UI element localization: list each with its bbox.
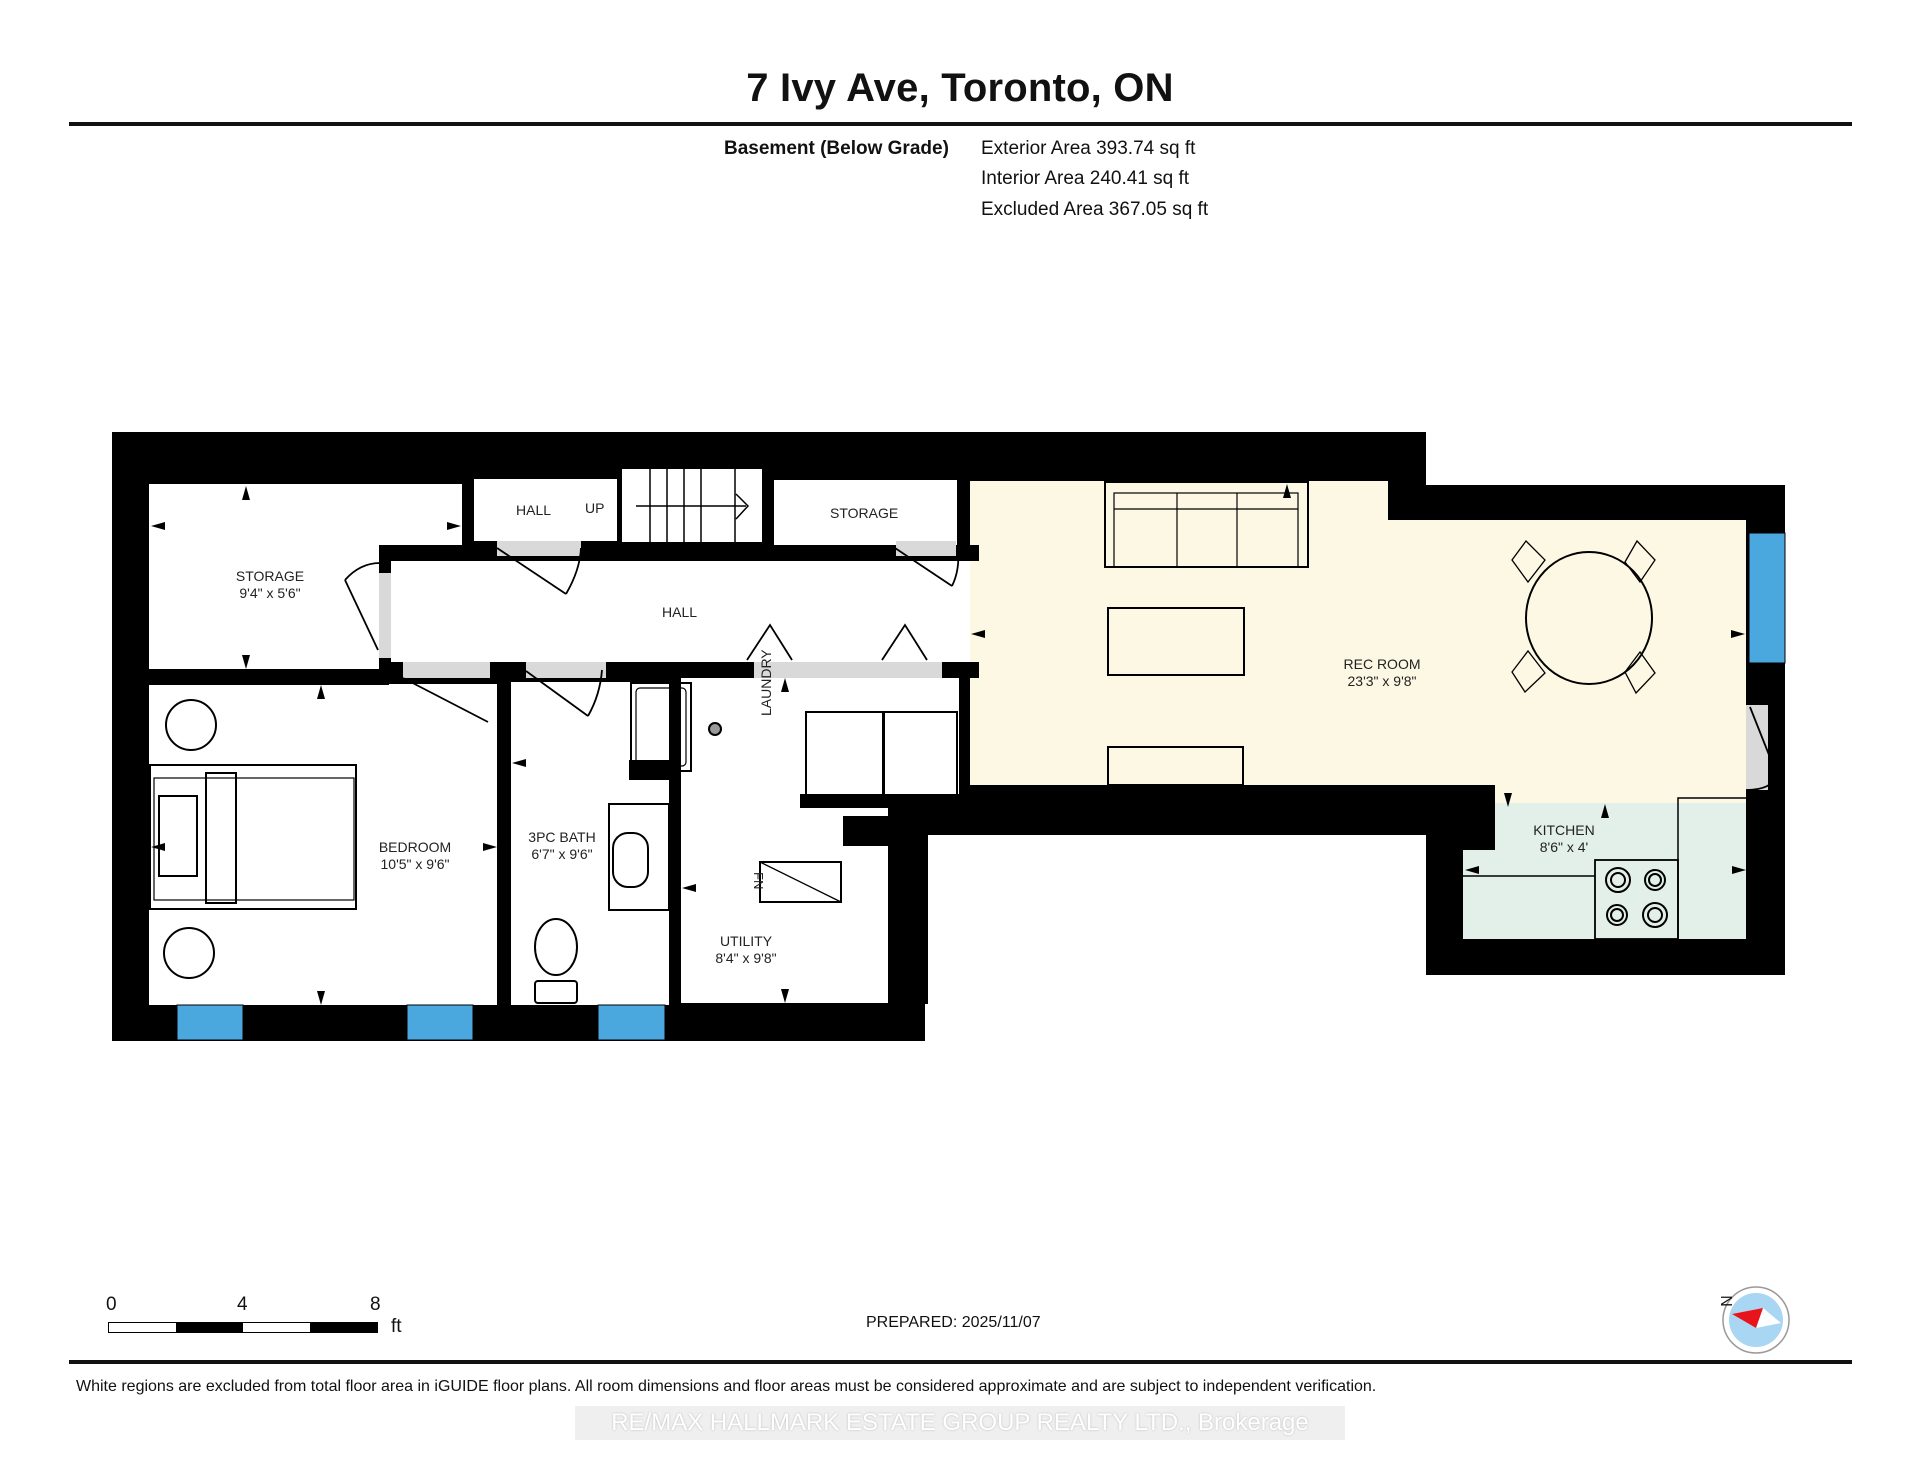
disclaimer: White regions are excluded from total fl… xyxy=(76,1378,1377,1395)
room-dims: 8'6" x 4' xyxy=(1539,839,1589,855)
scale-tick-8: 8 xyxy=(370,1294,381,1315)
scale-unit: ft xyxy=(391,1316,402,1337)
room-name: BEDROOM xyxy=(378,839,452,855)
room-dims: 6'7" x 9'6" xyxy=(531,846,593,862)
room-laundry: LAUNDRY xyxy=(758,649,774,716)
footer-divider xyxy=(69,1360,1852,1364)
compass-icon xyxy=(1718,1284,1790,1356)
level-label: Basement (Below Grade) xyxy=(724,138,949,159)
header-divider xyxy=(69,122,1852,126)
scale-tick-0: 0 xyxy=(106,1294,117,1315)
stairs-up-label: UP xyxy=(585,500,605,516)
room-name: STORAGE xyxy=(235,568,305,584)
room-dims: 8'4" x 9'8" xyxy=(715,950,777,966)
room-storage-small: STORAGE xyxy=(830,505,899,521)
room-dims: 9'4" x 5'6" xyxy=(239,585,301,601)
room-name: 3PC BATH xyxy=(528,829,596,845)
exterior-area: Exterior Area 393.74 sq ft xyxy=(981,138,1196,159)
room-dims: 10'5" x 9'6" xyxy=(380,856,450,872)
scale-bar xyxy=(108,1322,378,1333)
excluded-area: Excluded Area 367.05 sq ft xyxy=(981,199,1209,220)
page-title: 7 Ivy Ave, Toronto, ON xyxy=(746,66,1174,110)
room-utility: UTILITY 8'4" x 9'8" xyxy=(696,933,796,967)
room-kitchen: KITCHEN 8'6" x 4' xyxy=(1514,822,1614,856)
room-bath: 3PC BATH 6'7" x 9'6" xyxy=(512,829,612,863)
prepared-date: PREPARED: 2025/11/07 xyxy=(866,1314,1041,1331)
interior-area: Interior Area 240.41 sq ft xyxy=(981,168,1190,189)
room-dims: 23'3" x 9'8" xyxy=(1347,673,1417,689)
room-storage-main: STORAGE 9'4" x 5'6" xyxy=(210,568,330,602)
room-fills xyxy=(149,469,1746,1005)
compass-north-label: N xyxy=(1716,1295,1734,1307)
scale-tick-4: 4 xyxy=(237,1294,248,1315)
room-rec: REC ROOM 23'3" x 9'8" xyxy=(1322,656,1442,690)
room-bedroom: BEDROOM 10'5" x 9'6" xyxy=(360,839,470,873)
brokerage-watermark: RE/MAX HALLMARK ESTATE GROUP REALTY LTD.… xyxy=(575,1406,1345,1440)
room-name: UTILITY xyxy=(719,933,773,949)
room-name: KITCHEN xyxy=(1533,822,1595,838)
furnace-label: FN xyxy=(751,872,766,890)
room-name: REC ROOM xyxy=(1343,656,1421,672)
room-hall-upper: HALL xyxy=(516,502,552,518)
room-hall: HALL xyxy=(662,604,698,620)
